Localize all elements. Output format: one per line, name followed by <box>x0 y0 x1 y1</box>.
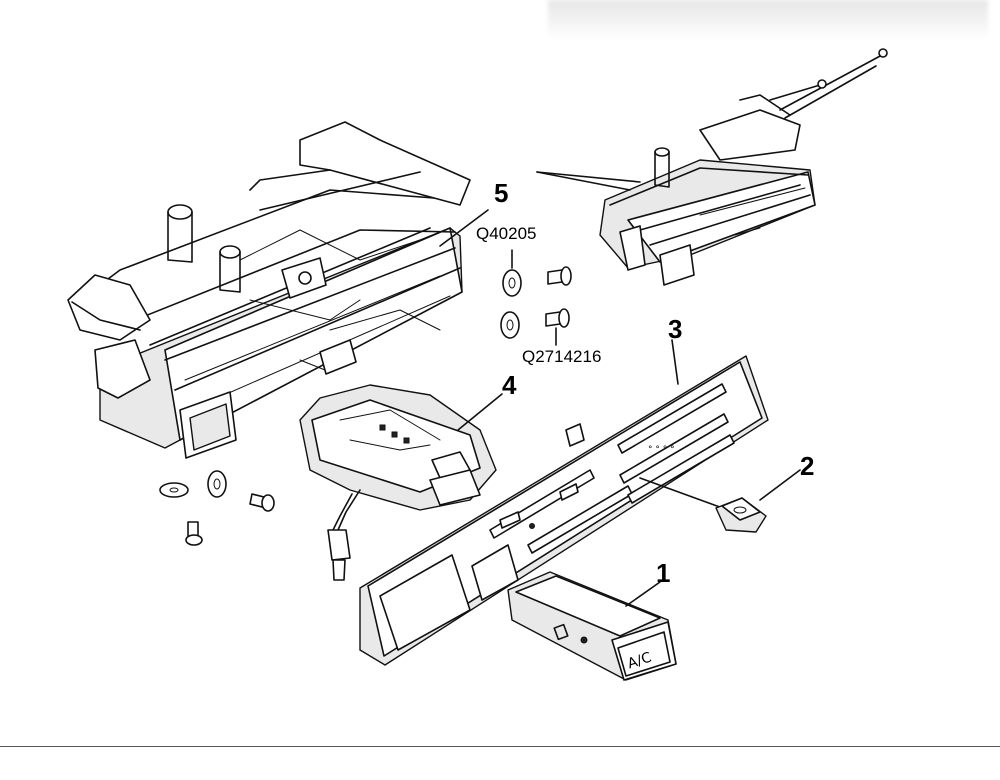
control-knob <box>639 469 801 533</box>
callout-3: 3 <box>668 314 683 344</box>
lower-left-fasteners <box>159 470 275 546</box>
part-number-screw: Q2714216 <box>522 347 602 366</box>
ac-switch <box>507 571 677 681</box>
svg-text:° ° ° °: ° ° ° ° <box>648 445 675 455</box>
callout-5: 5 <box>494 178 509 208</box>
center-fasteners <box>500 249 572 346</box>
inset-assembly <box>536 48 888 286</box>
part-number-washer: Q40205 <box>476 224 537 243</box>
heater-control-housing <box>67 121 489 459</box>
control-panel-bezel: ° ° ° ° <box>359 339 769 666</box>
callout-1: 1 <box>656 558 671 588</box>
blurred-header-watermark <box>548 0 988 40</box>
callout-2: 2 <box>800 451 815 481</box>
callout-4: 4 <box>502 370 517 400</box>
control-module <box>299 384 503 581</box>
footer-divider <box>0 746 1000 747</box>
